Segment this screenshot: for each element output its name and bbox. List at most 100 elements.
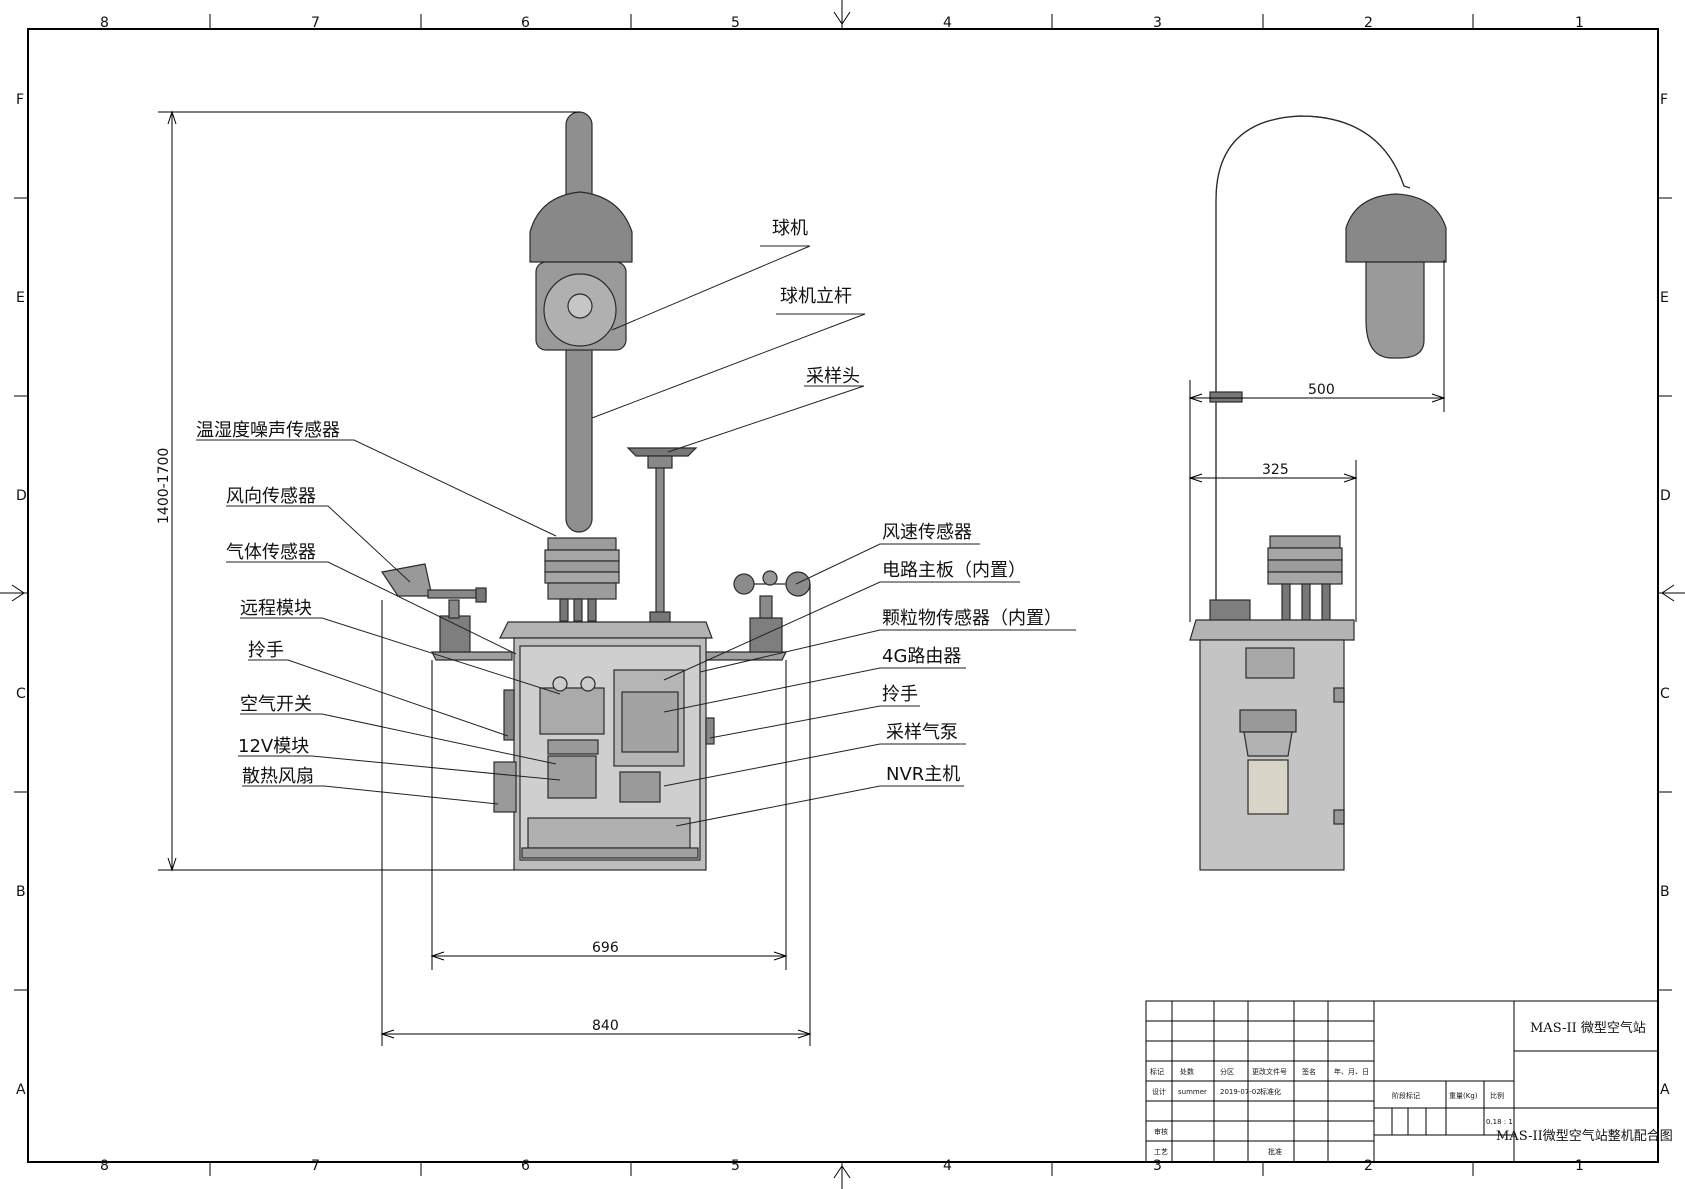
right-handle — [705, 717, 715, 745]
sampling-head — [626, 447, 698, 623]
zone-col-8-bottom: 8 — [100, 1158, 109, 1174]
tb-design-date: 2019-07-02 — [1220, 1088, 1261, 1096]
tb-header-zone: 分区 — [1220, 1067, 1234, 1076]
zone-row-a: A — [16, 1082, 26, 1098]
anemometer — [733, 570, 811, 653]
label-gas-sensor: 气体传感器 — [226, 542, 316, 563]
zone-row-b: B — [16, 884, 26, 900]
zone-col-7: 7 — [311, 15, 320, 31]
label-4g-router: 4G路由器 — [882, 646, 961, 667]
label-circuit-board: 电路主板（内置） — [882, 560, 1026, 581]
side-view-dimensions: 500 325 — [1188, 260, 1446, 622]
label-air-switch: 空气开关 — [240, 694, 312, 715]
zone-row-e: E — [16, 290, 25, 306]
right-shelf — [702, 651, 787, 661]
zone-col-4: 4 — [943, 15, 952, 31]
zone-col-7-bottom: 7 — [311, 1158, 320, 1174]
front-view-leaders — [196, 245, 1076, 827]
tb-weight: 重量(Kg) — [1449, 1092, 1478, 1100]
label-remote-module: 远程模块 — [240, 598, 312, 619]
zone-col-8: 8 — [100, 15, 109, 31]
label-handle-left: 拎手 — [248, 640, 284, 661]
label-sampling-pump: 采样气泵 — [886, 722, 958, 743]
zone-row-f-right: F — [1660, 92, 1668, 108]
zone-col-6: 6 — [521, 15, 530, 31]
tb-header-sign: 签名 — [1302, 1067, 1316, 1076]
side-label-plate — [1247, 759, 1289, 815]
dim-depth: 325 — [1262, 462, 1289, 478]
side-handle — [1243, 731, 1293, 757]
front-view — [380, 111, 811, 871]
radiation-shield — [544, 537, 620, 622]
label-wind-speed-sensor: 风速传感器 — [882, 522, 972, 543]
left-handle — [503, 689, 515, 741]
nvr-host — [527, 817, 691, 849]
tb-header-mark: 标记 — [1150, 1067, 1164, 1076]
tb-drawing-name: MAS-II微型空气站整机配合图 — [1496, 1128, 1673, 1144]
zone-col-5: 5 — [731, 15, 740, 31]
side-cabinet-roof — [1189, 619, 1355, 641]
tb-header-change-doc: 更改文件号 — [1252, 1067, 1287, 1076]
side-dome-camera-housing — [1345, 193, 1447, 263]
label-wind-direction-sensor: 风向传感器 — [226, 486, 316, 507]
zone-col-3: 3 — [1153, 15, 1162, 31]
dome-camera-housing — [529, 191, 633, 263]
zone-col-3-bottom: 3 — [1153, 1158, 1162, 1174]
zone-labels: 8 7 6 5 4 3 2 1 8 7 6 5 4 3 2 1 F E D C … — [16, 15, 1671, 1174]
zone-col-4-bottom: 4 — [943, 1158, 952, 1174]
tb-scale-label: 比例 — [1490, 1091, 1504, 1100]
zone-col-1: 1 — [1575, 15, 1584, 31]
tb-header-count: 处数 — [1180, 1067, 1194, 1076]
tb-design-label: 设计 — [1152, 1087, 1166, 1096]
tb-review: 审核 — [1154, 1127, 1168, 1136]
dim-width-inner: 696 — [592, 940, 619, 956]
fan-housing — [493, 761, 517, 813]
zone-row-f: F — [16, 92, 24, 108]
cabinet-roof — [499, 621, 713, 639]
label-temp-humidity-noise-sensor: 温湿度噪声传感器 — [196, 420, 340, 441]
label-sampling-head: 采样头 — [806, 366, 860, 387]
power-module-12v — [547, 755, 597, 799]
zone-col-1-bottom: 1 — [1575, 1158, 1584, 1174]
label-cooling-fan: 散热风扇 — [242, 766, 314, 787]
zone-row-d: D — [16, 488, 27, 504]
label-12v-module: 12V模块 — [238, 736, 309, 757]
zone-row-b-right: B — [1660, 884, 1670, 900]
tb-header-date: 年、月、日 — [1334, 1067, 1369, 1076]
tb-scale-value: 0.18 : 1 — [1486, 1118, 1513, 1126]
tb-stage-mark: 阶段标记 — [1392, 1091, 1420, 1100]
tb-standardization: 标准化 — [1260, 1087, 1281, 1096]
zone-row-e-right: E — [1660, 290, 1669, 306]
dim-height: 1400-1700 — [156, 448, 172, 524]
tb-designer: summer — [1178, 1088, 1207, 1096]
label-particle-sensor: 颗粒物传感器（内置） — [882, 608, 1062, 629]
remote-module — [539, 687, 605, 735]
sampling-pump — [619, 771, 661, 803]
front-view-labels: 球机 球机立杆 采样头 温湿度噪声传感器 风向传感器 气体传感器 远程模块 拎手… — [196, 218, 1062, 787]
tb-product-name: MAS-II 微型空气站 — [1530, 1020, 1646, 1036]
dim-reach: 500 — [1308, 382, 1335, 398]
particle-sensor — [621, 691, 679, 753]
side-radiation-shield — [1267, 535, 1343, 621]
zone-col-2-bottom: 2 — [1364, 1158, 1373, 1174]
left-shelf — [431, 651, 513, 661]
zone-row-c-right: C — [1660, 686, 1670, 702]
zone-row-c: C — [16, 686, 26, 702]
tb-process: 工艺 — [1154, 1148, 1168, 1156]
dome-camera-lens — [567, 293, 593, 319]
side-view — [1189, 115, 1447, 871]
front-view-dimensions: 1400-1700 696 840 — [156, 110, 812, 1046]
zone-col-2: 2 — [1364, 15, 1373, 31]
label-handle-right: 拎手 — [882, 684, 918, 705]
title-block: 标记 处数 分区 更改文件号 签名 年、月、日 设计 summer 2019-0… — [1145, 1000, 1673, 1163]
dim-width-outer: 840 — [592, 1018, 619, 1034]
zone-row-a-right: A — [1660, 1082, 1670, 1098]
side-handle-top — [1239, 709, 1297, 733]
zone-row-d-right: D — [1660, 488, 1671, 504]
drawing-border — [27, 28, 1659, 1163]
label-nvr-host: NVR主机 — [886, 764, 960, 785]
zone-col-5-bottom: 5 — [731, 1158, 740, 1174]
label-dome-camera: 球机 — [772, 218, 808, 239]
